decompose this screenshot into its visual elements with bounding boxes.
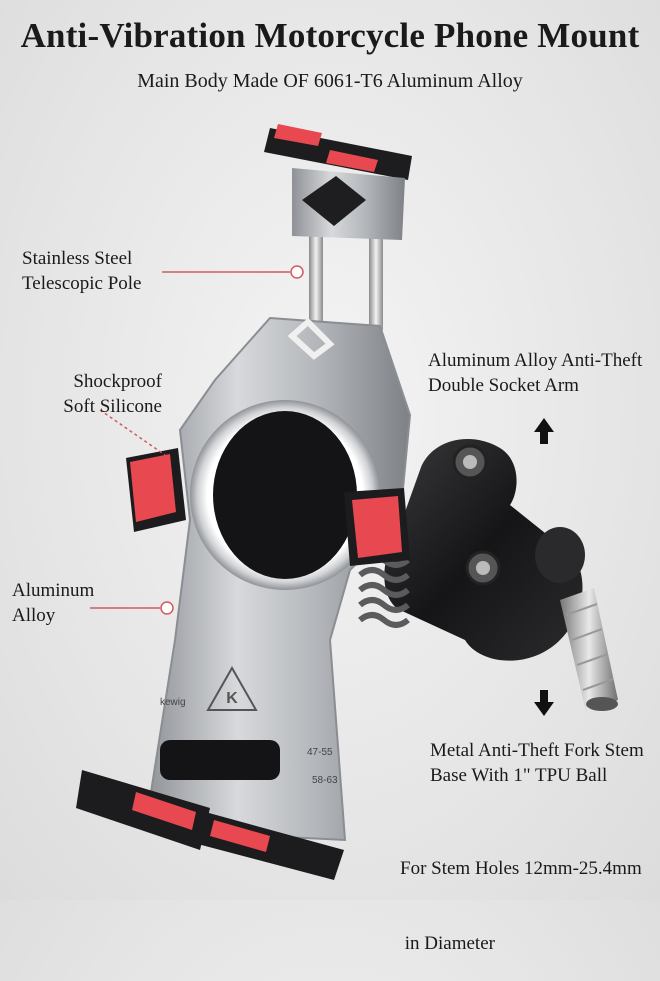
main-body: [143, 316, 412, 842]
callout-silicone: Shockproof Soft Silicone: [50, 369, 162, 419]
callout-stem-line2: in Diameter: [400, 933, 495, 954]
size-mark-upper: 47-55: [307, 747, 333, 758]
telescopic-pole-left: [309, 232, 323, 330]
product-illustration: K: [76, 124, 618, 880]
arrow-down-icon: [534, 690, 554, 716]
bottom-slot: [160, 740, 280, 780]
callout-base-line1: Metal Anti-Theft Fork Stem: [430, 740, 644, 761]
callout-arm-line2: Double Socket Arm: [428, 375, 579, 396]
callout-arm: Aluminum Alloy Anti-Theft Double Socket …: [428, 348, 642, 398]
arrow-up-icon: [534, 418, 554, 444]
callout-arm-line1: Aluminum Alloy Anti-Theft: [428, 350, 643, 371]
callout-alloy-line2: Alloy: [12, 605, 56, 626]
svg-text:K: K: [226, 690, 238, 707]
top-clamp: [264, 124, 412, 240]
bottom-foot-right: [190, 810, 344, 880]
callout-alloy: Aluminum Alloy: [12, 578, 94, 628]
callout-stem-line1: For Stem Holes 12mm-25.4mm: [400, 858, 642, 879]
bottom-foot-left: [76, 770, 210, 850]
callout-lines: [90, 265, 304, 615]
callout-pole-line1: Stainless Steel: [22, 248, 133, 269]
callout-pole: Stainless Steel Telescopic Pole: [22, 246, 142, 296]
callout-stem: For Stem Holes 12mm-25.4mm in Diameter: [400, 806, 642, 981]
size-mark-lower: 58-63: [312, 775, 338, 786]
double-socket-arm: [384, 439, 585, 661]
side-grip-left: [126, 448, 186, 532]
side-grip-right: [344, 488, 410, 566]
page-title: Anti-Vibration Motorcycle Phone Mount: [20, 16, 640, 55]
page-subtitle: Main Body Made OF 6061-T6 Aluminum Alloy: [137, 70, 523, 92]
callout-silicone-line2: Soft Silicone: [63, 396, 162, 417]
telescopic-pole-right: [369, 232, 383, 330]
logo-text: kewig: [160, 697, 186, 708]
callout-pole-line2: Telescopic Pole: [22, 273, 142, 294]
callout-base-line2: Base With 1" TPU Ball: [430, 765, 608, 786]
fork-stem: [560, 588, 618, 712]
callout-base: Metal Anti-Theft Fork Stem Base With 1" …: [430, 738, 644, 788]
phone-pad: [213, 411, 357, 579]
callout-alloy-line1: Aluminum: [12, 580, 95, 601]
kewig-logo: K: [206, 665, 258, 711]
callout-silicone-line1: Shockproof: [73, 371, 162, 392]
